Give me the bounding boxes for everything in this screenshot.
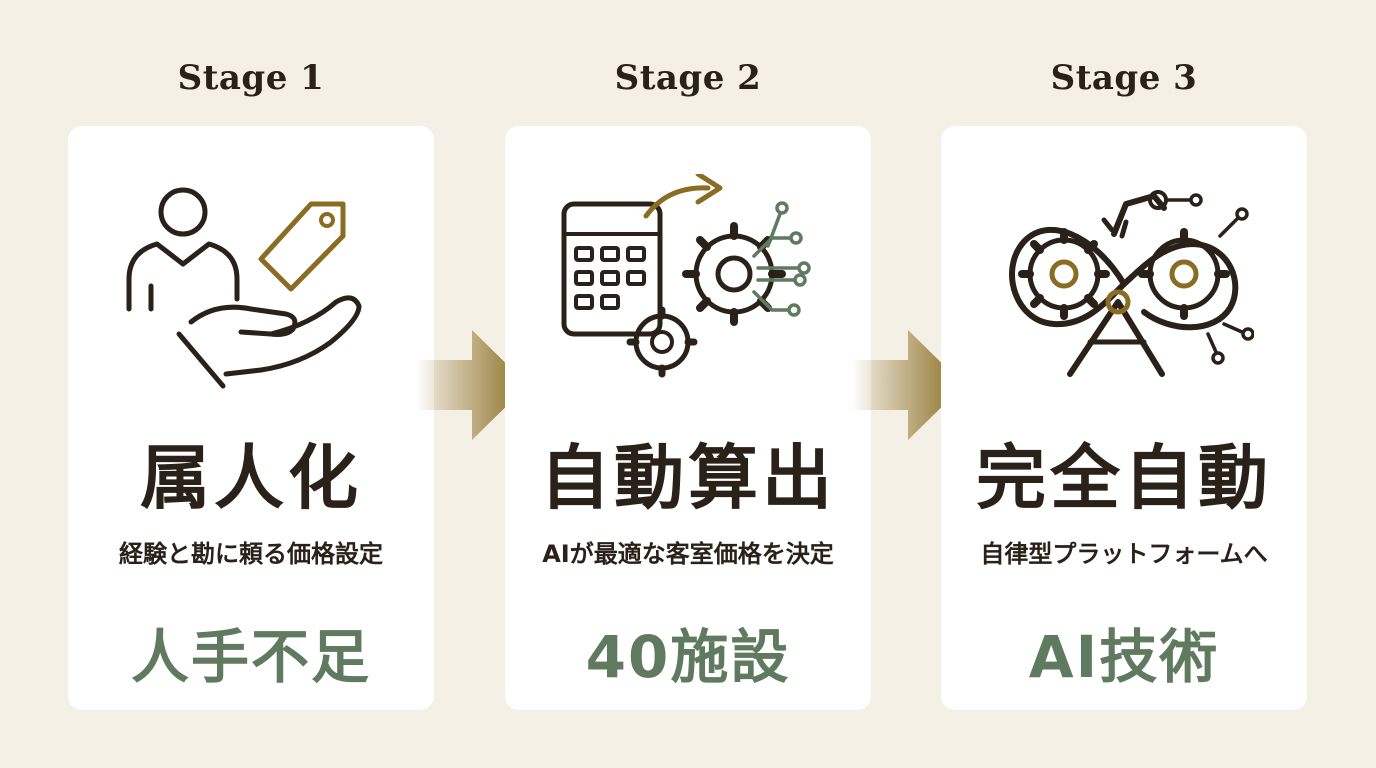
stage-1-label: Stage 1: [177, 58, 325, 98]
calculator-gears-circuit-icon: [558, 174, 818, 394]
person-hand-price-tag-icon: [121, 174, 381, 394]
arrow-right-icon: [416, 330, 528, 440]
stage-2-keyword: 40施設: [585, 623, 791, 691]
stage-1-title: 属人化: [140, 436, 362, 519]
stage-3-card: 完全自動 自律型プラットフォームへ AI技術: [941, 126, 1307, 710]
stage-2-description: AIが最適な客室価格を決定: [542, 540, 834, 568]
stage-1-keyword: 人手不足: [130, 623, 371, 691]
stage-3-keyword: AI技術: [1028, 623, 1220, 691]
stage-3-label: Stage 3: [1050, 58, 1198, 98]
stage-3-title: 完全自動: [976, 436, 1272, 519]
stage-3-description: 自律型プラットフォームへ: [980, 540, 1268, 568]
stage-2-title: 自動算出: [540, 436, 836, 519]
infinity-gears-robot-arm-icon: [994, 174, 1254, 394]
stage-2-card: 自動算出 AIが最適な客室価格を決定 40施設: [505, 126, 871, 710]
stage-1-description: 経験と勘に頼る価格設定: [119, 540, 383, 568]
stage-1-card: 属人化 経験と勘に頼る価格設定 人手不足: [68, 126, 434, 710]
stage-2-label: Stage 2: [614, 58, 762, 98]
arrow-right-icon: [852, 330, 964, 440]
